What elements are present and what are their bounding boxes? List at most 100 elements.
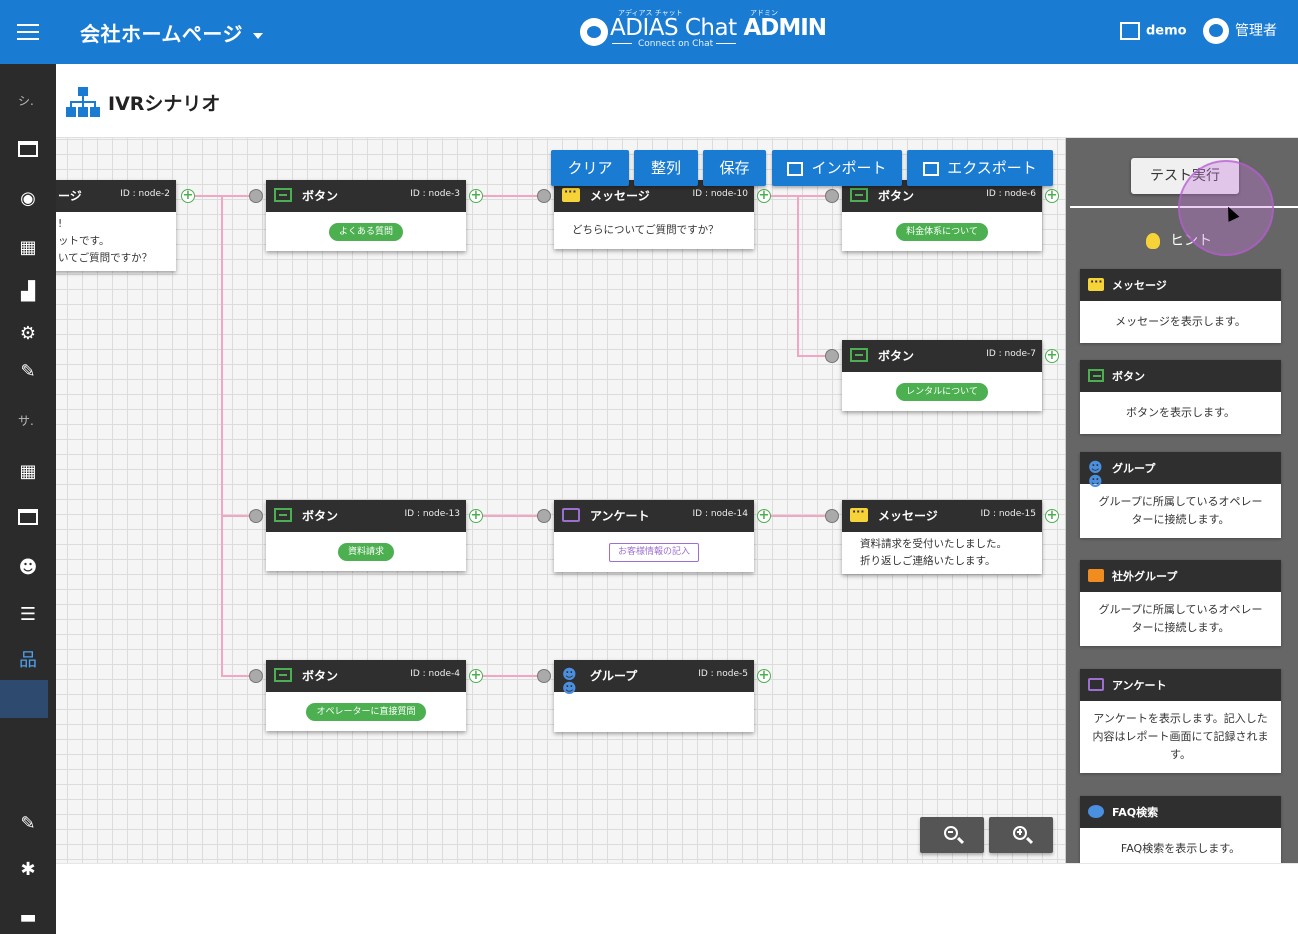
hint-card-message[interactable]: メッセージ メッセージを表示します。: [1080, 269, 1281, 343]
input-port[interactable]: [249, 669, 263, 683]
button-pill[interactable]: 料金体系について: [896, 223, 988, 241]
add-output-port[interactable]: +: [1045, 188, 1059, 203]
arrange-button[interactable]: 整列: [634, 150, 698, 186]
input-port[interactable]: [825, 509, 839, 523]
site-selector[interactable]: 会社ホームページ: [80, 18, 263, 47]
menu-icon[interactable]: [17, 24, 39, 40]
zoom-out-button[interactable]: [920, 817, 984, 853]
node-title: ボタン: [878, 349, 915, 363]
node-text-line: ットです。: [58, 235, 110, 247]
input-port[interactable]: [825, 189, 839, 203]
add-output-port[interactable]: +: [1045, 348, 1059, 363]
node-14[interactable]: アンケート ID : node-14 お客様情報の記入: [554, 500, 754, 572]
node-title: アンケート: [590, 509, 650, 523]
button-pill[interactable]: オペレーターに直接質問: [306, 703, 426, 721]
node-3[interactable]: ボタン ID : node-3 よくある質問: [266, 180, 466, 251]
translate-icon[interactable]: ✱: [20, 859, 36, 880]
user-menu[interactable]: 管理者: [1203, 18, 1277, 44]
hint-card-group[interactable]: ☻☻グループ グループに所属しているオペレーターに接続します。: [1080, 452, 1281, 538]
button-pill[interactable]: よくある質問: [328, 223, 403, 241]
window-icon[interactable]: [16, 140, 40, 164]
input-port[interactable]: [249, 189, 263, 203]
button-pill[interactable]: レンタルについて: [896, 383, 988, 401]
sidebar: シ. ◉ ▦ ▟ ⚙ ✎ サ. ▦ ☻ ☰ 品 ✎ ✱ ▬: [0, 64, 56, 934]
sitemap-icon: [66, 87, 100, 117]
node-text-line: !: [58, 218, 63, 230]
input-port[interactable]: [825, 349, 839, 363]
node-id: ID : node-15: [980, 509, 1037, 519]
node-header: ボタン ID : node-4: [266, 660, 466, 692]
import-button[interactable]: インポート: [772, 150, 902, 186]
node-10[interactable]: メッセージ ID : node-10 どちらについてご質問ですか？: [554, 180, 754, 249]
node-body: 資料請求を受付いたしました。 折り返しご連絡いたします。: [842, 532, 1042, 574]
survey-pill[interactable]: お客様情報の記入: [608, 543, 699, 562]
node-body: どちらについてご質問ですか？: [554, 212, 754, 249]
plug-icon[interactable]: ✎: [20, 361, 36, 382]
building-icon: [1120, 22, 1140, 40]
hint-card-external-group[interactable]: 社外グループ グループに所属しているオペレーターに接続します。: [1080, 560, 1281, 646]
sitemap-icon[interactable]: 品: [19, 650, 37, 671]
survey-icon: [1088, 678, 1104, 691]
export-button[interactable]: エクスポート: [907, 150, 1053, 186]
scenario-canvas[interactable]: ージ ID : node-2 ! ットです。 いてご質問ですか？ + ボタン I…: [56, 138, 1066, 863]
node-header: ボタン ID : node-7: [842, 340, 1042, 372]
export-icon: [923, 161, 940, 176]
group-icon: ☻☻: [562, 667, 577, 697]
node-title: メッセージ: [878, 509, 938, 523]
add-output-port[interactable]: +: [469, 188, 483, 203]
input-port[interactable]: [537, 669, 551, 683]
node-7[interactable]: ボタン ID : node-7 レンタルについて: [842, 340, 1042, 411]
card-title: 社外グループ: [1112, 570, 1178, 583]
node-text-line: いてご質問ですか？: [58, 252, 153, 264]
node-6[interactable]: ボタン ID : node-6 料金体系について: [842, 180, 1042, 251]
chat-icon[interactable]: ▬: [19, 907, 37, 928]
hint-card-survey[interactable]: アンケート アンケートを表示します。記入した内容はレポート画面にて記録されます。: [1080, 669, 1281, 773]
node-5[interactable]: ☻☻ グループ ID : node-5: [554, 660, 754, 732]
node-id: ID : node-7: [986, 349, 1036, 359]
edit-note-icon[interactable]: ✎: [20, 813, 36, 834]
app-header: 会社ホームページ アディアス チャット アドミン ADIAS Chat ADMI…: [0, 0, 1298, 64]
group-icon[interactable]: ☻: [18, 557, 38, 578]
node-13[interactable]: ボタン ID : node-13 資料請求: [266, 500, 466, 571]
node-title: グループ: [590, 669, 638, 683]
save-button[interactable]: 保存: [703, 150, 766, 186]
add-output-port[interactable]: +: [469, 508, 483, 523]
add-output-port[interactable]: +: [1045, 508, 1059, 523]
user-avatar-icon: [1203, 18, 1229, 44]
add-output-port[interactable]: +: [181, 188, 195, 203]
button-pill[interactable]: 資料請求: [337, 543, 394, 561]
dashboard-icon[interactable]: ▦: [19, 461, 37, 482]
message-icon: [562, 185, 580, 202]
lightbulb-icon: [1146, 233, 1160, 249]
add-output-port[interactable]: +: [757, 508, 771, 523]
hint-panel: テスト実行 ヒント メッセージ メッセージを表示します。 ボタン ボタンを表示し…: [1066, 138, 1298, 863]
hint-card-button[interactable]: ボタン ボタンを表示します。: [1080, 360, 1281, 434]
caret-down-icon: [253, 32, 263, 39]
add-output-port[interactable]: +: [757, 668, 771, 683]
add-output-port[interactable]: +: [469, 668, 483, 683]
button-icon: [274, 668, 292, 682]
node-2[interactable]: ージ ID : node-2 ! ットです。 いてご質問ですか？: [56, 180, 176, 271]
node-title: ボタン: [878, 189, 915, 203]
user-name: 管理者: [1235, 23, 1277, 39]
card-title: ボタン: [1112, 370, 1145, 383]
logo-main: ADIAS Chat: [610, 15, 737, 41]
input-port[interactable]: [249, 509, 263, 523]
tenant-menu[interactable]: demo: [1120, 22, 1187, 40]
window-icon[interactable]: [16, 508, 40, 532]
operator-icon[interactable]: ◉: [20, 188, 36, 209]
node-15[interactable]: メッセージ ID : node-15 資料請求を受付いたしました。 折り返しご連…: [842, 500, 1042, 574]
input-port[interactable]: [537, 509, 551, 523]
user-list-icon[interactable]: ☰: [19, 604, 37, 625]
gears-icon[interactable]: ⚙: [19, 323, 37, 344]
bar-chart-icon[interactable]: ▟: [21, 281, 35, 302]
node-id: ID : node-5: [698, 669, 748, 679]
building-icon[interactable]: ▦: [19, 237, 37, 258]
hint-card-faq[interactable]: FAQ検索 FAQ検索を表示します。: [1080, 796, 1281, 863]
node-text: どちらについてご質問ですか？: [572, 224, 719, 236]
input-port[interactable]: [537, 189, 551, 203]
add-output-port[interactable]: +: [757, 188, 771, 203]
zoom-in-button[interactable]: [989, 817, 1053, 853]
clear-button[interactable]: クリア: [551, 150, 629, 186]
node-4[interactable]: ボタン ID : node-4 オペレーターに直接質問: [266, 660, 466, 731]
